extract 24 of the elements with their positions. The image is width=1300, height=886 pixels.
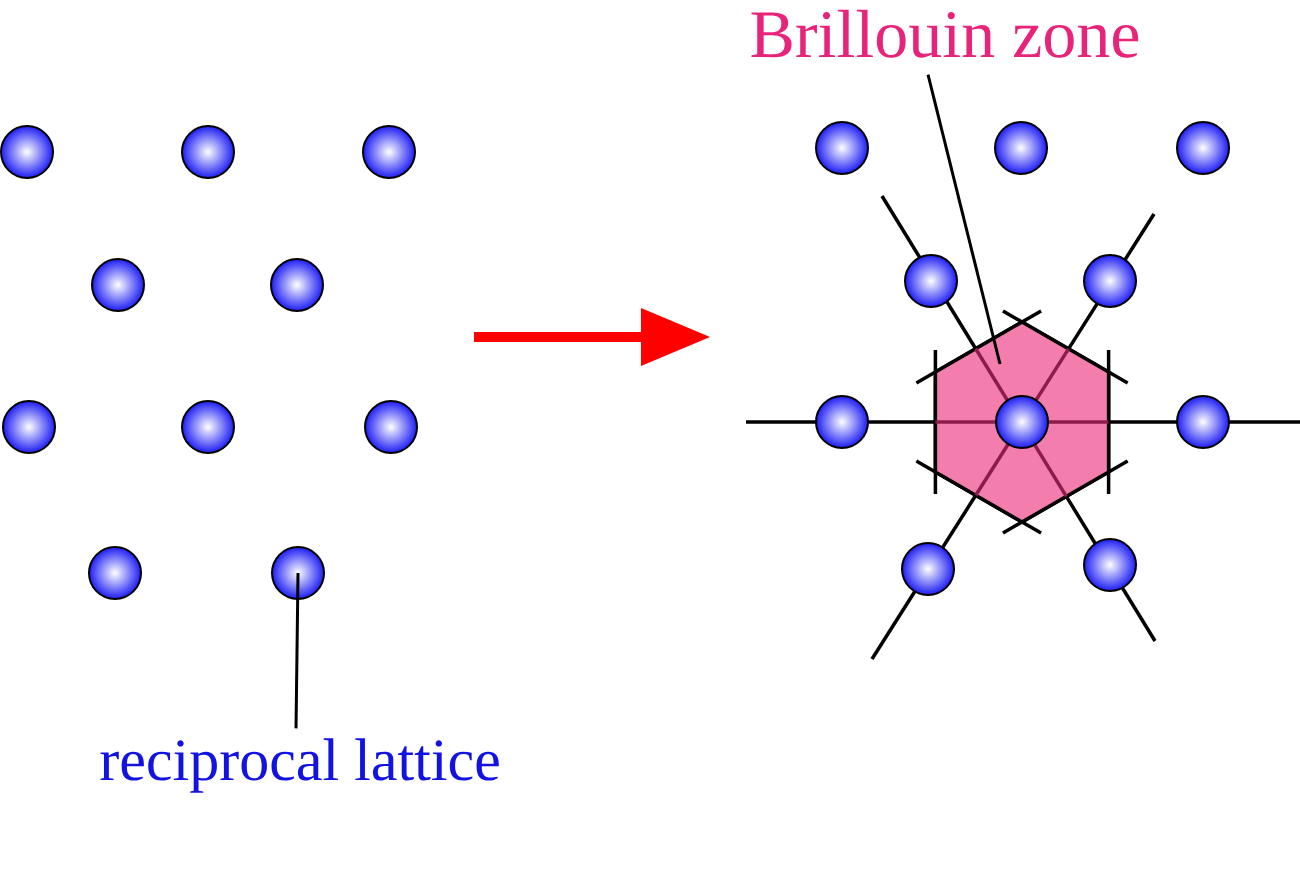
sphere xyxy=(994,121,1048,175)
callout-label: Brillouin zone xyxy=(751,9,1139,58)
sphere xyxy=(995,395,1049,449)
sphere xyxy=(904,254,958,308)
sphere xyxy=(91,258,145,312)
sphere xyxy=(364,400,418,454)
sphere xyxy=(362,125,416,179)
sphere xyxy=(1176,395,1230,449)
sphere xyxy=(2,400,56,454)
sphere xyxy=(88,546,142,600)
callout-label: reciprocal lattice xyxy=(100,738,499,793)
sphere xyxy=(815,121,869,175)
sphere xyxy=(271,546,325,600)
sphere xyxy=(1083,254,1137,308)
sphere xyxy=(815,395,869,449)
sphere xyxy=(0,125,54,179)
sphere xyxy=(270,258,324,312)
sphere xyxy=(181,125,235,179)
sphere xyxy=(1083,538,1137,592)
sphere xyxy=(181,400,235,454)
leader-line xyxy=(926,74,1002,365)
leader-line xyxy=(294,572,300,729)
sphere xyxy=(901,542,955,596)
sphere xyxy=(1176,121,1230,175)
